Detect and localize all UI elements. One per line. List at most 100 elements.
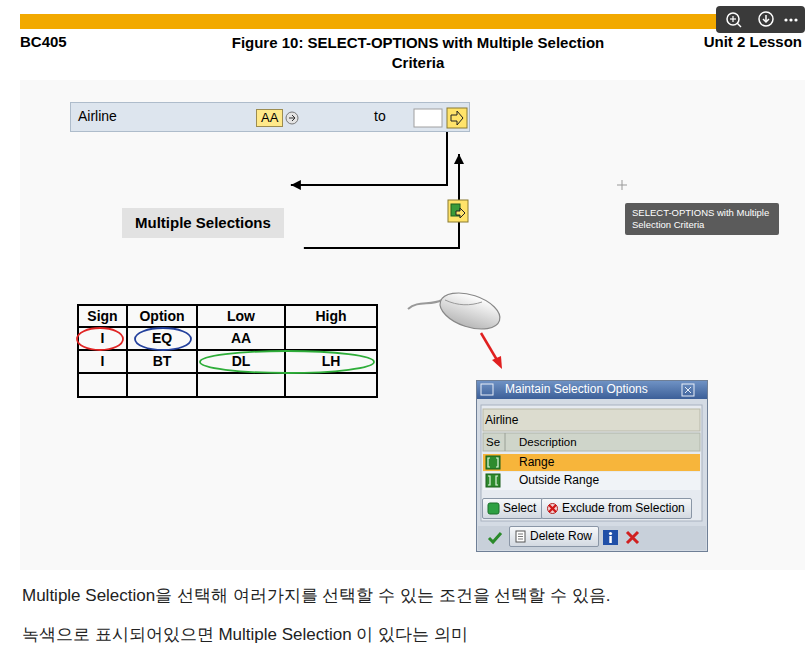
mouse-picture bbox=[408, 286, 504, 336]
button-icon bbox=[487, 502, 500, 515]
cursor-cross bbox=[622, 180, 623, 190]
dialog-decoration bbox=[505, 433, 506, 451]
viewer-toolbar bbox=[759, 12, 773, 26]
dialog-decoration bbox=[476, 380, 708, 552]
pointer-arrow bbox=[481, 333, 497, 360]
viewer-toolbar bbox=[784, 18, 787, 21]
input-field: AA bbox=[256, 109, 283, 127]
selection-table bbox=[78, 305, 377, 397]
multiple-selection-button bbox=[448, 200, 468, 222]
multiple-selection-button bbox=[451, 204, 460, 216]
push-button: Delete Row bbox=[509, 526, 599, 547]
viewer-toolbar bbox=[730, 18, 736, 19]
cursor-cross bbox=[617, 180, 627, 190]
dialog-decoration bbox=[478, 526, 706, 550]
node-text: Multiple Selections bbox=[135, 214, 271, 232]
node-text: Outside Range bbox=[519, 473, 599, 487]
input-field bbox=[414, 109, 442, 127]
dialog-decoration bbox=[483, 409, 700, 431]
selection-table bbox=[78, 305, 377, 397]
multiple-selection-button bbox=[448, 200, 468, 222]
button-icon bbox=[546, 502, 559, 515]
dialog-decoration bbox=[483, 433, 700, 451]
node-text: Airline bbox=[78, 108, 117, 125]
dialog-decoration bbox=[685, 387, 691, 393]
table-header: Sign bbox=[78, 305, 127, 327]
dialog-decoration bbox=[477, 381, 707, 399]
cursor-cross bbox=[617, 185, 627, 186]
dialog-decoration bbox=[483, 472, 700, 490]
pointer-arrow bbox=[492, 356, 502, 369]
node-text: Delete Row bbox=[530, 529, 592, 544]
button-icon bbox=[488, 503, 499, 514]
unit-heading: Unit 2 Lesson bbox=[704, 33, 802, 51]
dialog-decoration bbox=[488, 476, 498, 485]
dialog-decoration bbox=[609, 532, 612, 535]
viewer-toolbar bbox=[716, 6, 805, 33]
selection-table bbox=[284, 305, 286, 397]
node-text: Exclude from Selection bbox=[562, 501, 685, 516]
value-help-icon bbox=[289, 115, 295, 121]
highlight-ellipse bbox=[200, 351, 374, 373]
dialog-decoration bbox=[486, 474, 500, 487]
dialog-decoration bbox=[627, 532, 638, 543]
table-cell: DL bbox=[197, 350, 285, 373]
note-text: 녹색으로 표시되어있으면 Multiple Selection 이 있다는 의미 bbox=[22, 625, 468, 645]
button-icon bbox=[514, 530, 527, 543]
course-code: BC405 bbox=[20, 33, 67, 51]
multiple-selection-button bbox=[456, 208, 465, 218]
node-text: Description bbox=[519, 435, 577, 449]
push-button: Select bbox=[482, 498, 543, 519]
dialog-window: Select Exclude from SelectionDelete Row Ma… bbox=[476, 380, 708, 552]
viewer-toolbar bbox=[732, 16, 733, 22]
button-icon bbox=[548, 504, 558, 514]
dialog-decoration bbox=[609, 536, 612, 543]
viewer-toolbar bbox=[765, 15, 767, 22]
table-cell: I bbox=[78, 327, 127, 350]
node-text: AA bbox=[261, 110, 278, 126]
table-cell: LH bbox=[285, 350, 377, 373]
dialog-decoration bbox=[603, 530, 618, 545]
dialog-title: Maintain Selection Options bbox=[505, 382, 648, 396]
viewer-toolbar bbox=[727, 13, 739, 25]
dialog-decoration bbox=[489, 533, 501, 542]
selection-table bbox=[78, 326, 377, 328]
button-label-box: Multiple Selections bbox=[122, 208, 284, 238]
viewer-toolbar bbox=[794, 18, 797, 21]
mouse-picture bbox=[408, 300, 442, 309]
node-text: Range bbox=[519, 455, 554, 469]
viewer-toolbar bbox=[763, 19, 769, 22]
dialog-decoration bbox=[481, 405, 702, 521]
button-icon bbox=[549, 505, 556, 512]
selection-table bbox=[126, 305, 128, 397]
multiple-selection-button bbox=[451, 111, 463, 125]
selection-table bbox=[78, 372, 377, 374]
table-header: Low bbox=[197, 305, 285, 327]
selection-table bbox=[78, 349, 377, 351]
figure-title: Figure 10: SELECT-OPTIONS with Multiple … bbox=[208, 33, 628, 73]
multiple-selection-button bbox=[447, 108, 467, 128]
header-bar bbox=[20, 14, 805, 29]
selection-field-bar: AAAirlineto bbox=[70, 102, 470, 132]
mouse-picture bbox=[436, 286, 505, 336]
selection-bar-ground bbox=[70, 102, 470, 132]
table-header: High bbox=[285, 305, 377, 327]
selection-bar-ground bbox=[70, 102, 470, 132]
table-cell: AA bbox=[197, 327, 285, 350]
dialog-decoration bbox=[476, 380, 708, 552]
value-help-icon bbox=[286, 112, 298, 124]
viewer-toolbar bbox=[789, 18, 792, 21]
value-help-icon bbox=[286, 112, 298, 124]
dialog-decoration bbox=[682, 384, 694, 396]
mouse-picture bbox=[445, 300, 482, 305]
viewer-toolbar bbox=[716, 6, 805, 33]
highlight-ellipse bbox=[77, 328, 123, 350]
table-cell: I bbox=[78, 350, 127, 373]
node-text: Se bbox=[486, 435, 500, 449]
multiple-selection-button bbox=[447, 108, 467, 128]
dialog-decoration bbox=[488, 458, 498, 467]
dialog-decoration bbox=[486, 456, 500, 469]
